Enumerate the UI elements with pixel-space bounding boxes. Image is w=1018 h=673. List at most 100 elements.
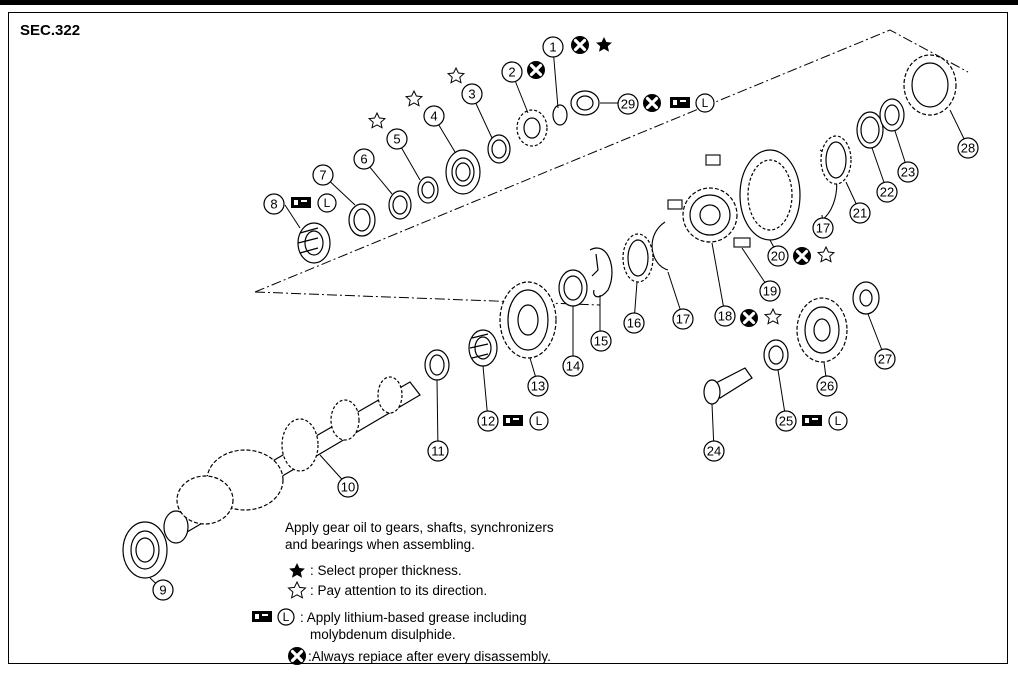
callout-15: 15 bbox=[590, 330, 612, 352]
callout-number: 10 bbox=[341, 480, 355, 495]
ring-22 bbox=[856, 111, 884, 149]
callout-number: 29 bbox=[621, 97, 635, 112]
callout-circle bbox=[152, 579, 174, 601]
callout-29: 29 bbox=[617, 93, 639, 115]
bearing-9 bbox=[122, 521, 168, 579]
callout-20: 20 bbox=[767, 245, 789, 267]
callout-24: 24 bbox=[703, 440, 725, 462]
callout-circle bbox=[427, 440, 449, 462]
callout-circle bbox=[590, 330, 612, 352]
callout-circle bbox=[957, 137, 979, 159]
synchronizer-gear-18 bbox=[682, 187, 738, 243]
callout-circle bbox=[816, 375, 838, 397]
legend-grease: : Apply lithium-based grease including m… bbox=[300, 609, 527, 643]
callout-circle bbox=[423, 105, 445, 127]
callout-circle bbox=[617, 93, 639, 115]
callout-number: 16 bbox=[627, 316, 641, 331]
callout-circle bbox=[542, 36, 564, 58]
callout-circle bbox=[874, 348, 896, 370]
callout-circle bbox=[527, 375, 549, 397]
gear-13 bbox=[499, 281, 557, 359]
callout-circle bbox=[562, 355, 584, 377]
callout-2: 2 bbox=[501, 61, 523, 83]
svg-text:L: L bbox=[835, 414, 842, 428]
callout-number: 1 bbox=[549, 40, 556, 55]
diagram-frame bbox=[8, 12, 1008, 664]
bushing-11 bbox=[424, 349, 450, 381]
callout-22: 22 bbox=[876, 181, 898, 203]
grease-letters: L L L L L bbox=[283, 96, 842, 624]
callout-number: 7 bbox=[319, 168, 326, 183]
callout-1: 1 bbox=[542, 36, 564, 58]
outline-star-icon bbox=[287, 580, 307, 599]
callout-circle bbox=[623, 312, 645, 334]
callout-number: 18 bbox=[718, 309, 732, 324]
callout-circle bbox=[263, 193, 285, 215]
callout-28: 28 bbox=[957, 137, 979, 159]
callout-10: 10 bbox=[337, 476, 359, 498]
gear-2 bbox=[516, 109, 548, 147]
svg-text:L: L bbox=[702, 96, 709, 110]
callout-6: 6 bbox=[353, 148, 375, 170]
callout-number: 26 bbox=[820, 379, 834, 394]
callout-circle bbox=[876, 181, 898, 203]
needle-bearing-25 bbox=[763, 339, 789, 371]
callout-circle bbox=[353, 148, 375, 170]
thrust-washer-3 bbox=[487, 134, 511, 164]
callout-number: 6 bbox=[360, 152, 367, 167]
callout-number: 14 bbox=[566, 359, 580, 374]
callout-number: 24 bbox=[707, 444, 721, 459]
ball-bearing-4 bbox=[445, 149, 481, 195]
callout-circle bbox=[337, 476, 359, 498]
callout-number: 19 bbox=[763, 284, 777, 299]
callout-3: 3 bbox=[461, 83, 483, 105]
legend-grease-line-1: : Apply lithium-based grease including bbox=[300, 610, 527, 625]
callout-number: 25 bbox=[779, 414, 793, 429]
legend-intro-line-2: and bearings when assembling. bbox=[285, 537, 475, 552]
callout-circle bbox=[714, 305, 736, 327]
callout-circle bbox=[672, 308, 694, 330]
callout-circle bbox=[812, 217, 834, 239]
thrust-washer-14 bbox=[558, 269, 588, 307]
callout-number: 4 bbox=[430, 109, 437, 124]
callout-number: 20 bbox=[771, 249, 785, 264]
spacer-5 bbox=[417, 176, 439, 204]
callout-number: 22 bbox=[880, 185, 894, 200]
callout-17a: 17 bbox=[672, 308, 694, 330]
callout-circle bbox=[386, 128, 408, 150]
snap-ring-1 bbox=[552, 104, 568, 126]
callout-4: 4 bbox=[423, 105, 445, 127]
shaft-24 bbox=[703, 367, 753, 405]
replace-icon bbox=[286, 645, 308, 667]
legend-select-thickness: : Select proper thickness. bbox=[310, 563, 462, 578]
grease-icon bbox=[252, 608, 295, 626]
callout-11: 11 bbox=[427, 440, 449, 462]
callout-7: 7 bbox=[312, 164, 334, 186]
section-label: SEC.322 bbox=[20, 22, 81, 39]
callout-17b: 17 bbox=[812, 217, 834, 239]
callout-18: 18 bbox=[714, 305, 736, 327]
callout-circle bbox=[501, 61, 523, 83]
callout-circle bbox=[897, 161, 919, 183]
callout-23: 23 bbox=[897, 161, 919, 183]
callout-number: 15 bbox=[594, 334, 608, 349]
ring-23 bbox=[879, 98, 905, 132]
callout-number: 27 bbox=[878, 352, 892, 367]
callout-14: 14 bbox=[562, 355, 584, 377]
baulk-ring-21 bbox=[820, 135, 852, 185]
svg-text:L: L bbox=[324, 196, 331, 210]
callout-circle bbox=[312, 164, 334, 186]
mainshaft-10 bbox=[163, 376, 421, 544]
callout-number: 28 bbox=[961, 141, 975, 156]
legend-grease-line-2: molybdenum disulphide. bbox=[310, 627, 456, 642]
callout-13: 13 bbox=[527, 375, 549, 397]
callout-number: 13 bbox=[531, 379, 545, 394]
callout-number: 2 bbox=[508, 65, 515, 80]
callout-26: 26 bbox=[816, 375, 838, 397]
stopper-ring-15 bbox=[589, 247, 613, 298]
top-rule bbox=[0, 0, 1018, 5]
callout-circle bbox=[703, 440, 725, 462]
callout-number: 3 bbox=[468, 87, 475, 102]
